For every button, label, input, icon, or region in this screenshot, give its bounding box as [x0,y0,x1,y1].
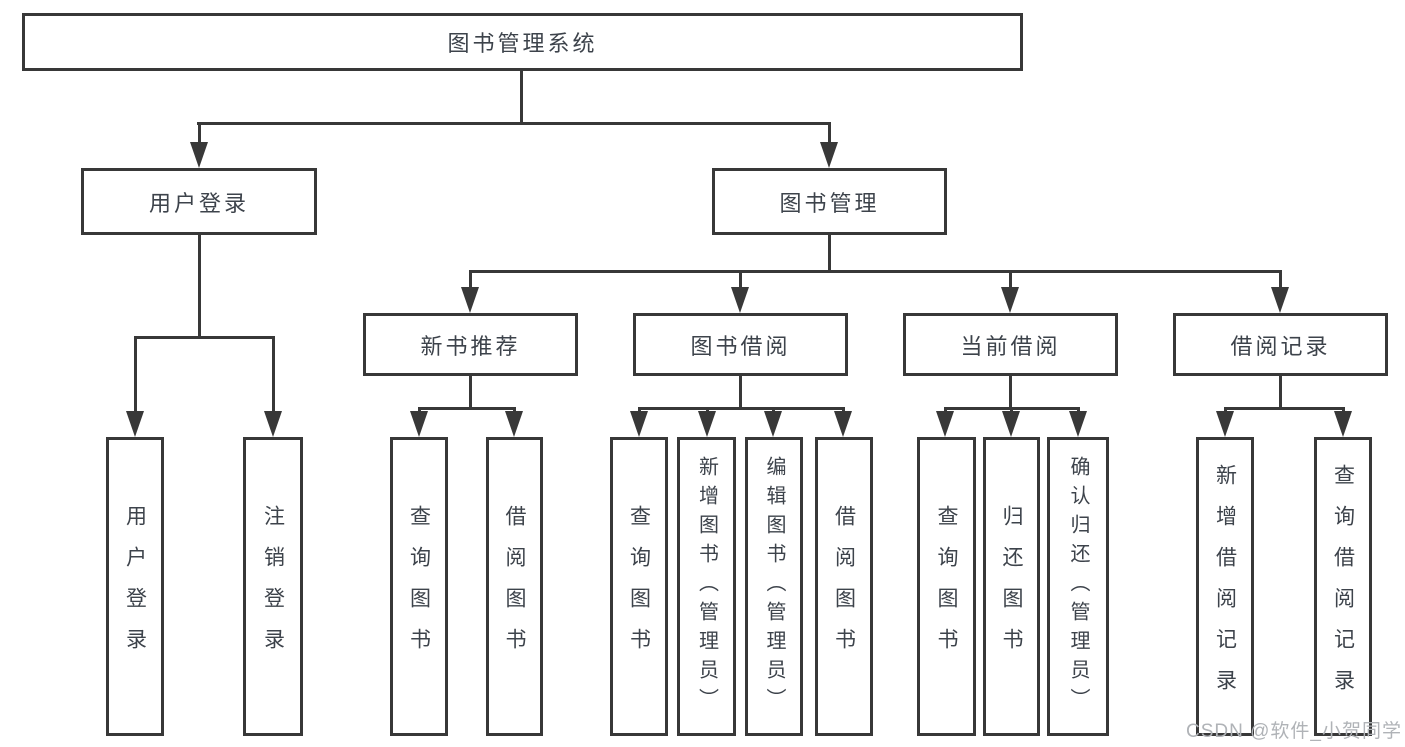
leaf-label: 借阅图书 [503,504,526,669]
connector-line [1223,407,1345,410]
leaf-label: 归还图书 [1000,504,1023,669]
node-book-borrowing: 图书借阅 [633,313,848,376]
connector-line [468,376,472,409]
arrowhead-down-icon [1069,411,1087,437]
arrowhead-down-icon [936,411,954,437]
node-current-borrowing: 当前借阅 [903,313,1118,376]
node-book-management: 图书管理 [712,168,947,235]
leaf-label: 新增借阅记录 [1213,463,1237,710]
node-label: 图书借阅 [690,333,791,359]
connector-line [738,376,742,409]
leaf-edit-book-admin: 编辑图书（管理员） [745,437,803,736]
node-label: 用户登录 [148,190,249,216]
arrowhead-down-icon [630,411,648,437]
connector-line [417,407,516,410]
leaf-add-book-admin: 新增图书（管理员） [677,437,736,736]
connector-line [637,407,845,410]
leaf-label: 查询图书 [935,504,958,669]
arrowhead-down-icon [505,411,523,437]
connector-line [133,336,275,339]
arrowhead-down-icon [410,411,428,437]
connector-line [271,336,275,413]
connector-line [827,122,831,144]
leaf-label: 查询图书 [627,504,651,669]
arrowhead-down-icon [264,411,282,437]
node-label: 新书推荐 [420,333,521,359]
leaf-label: 查询图书 [407,504,431,669]
arrowhead-down-icon [698,411,716,437]
connector-line [1008,270,1012,289]
node-label: 图书管理 [779,190,880,216]
connector-line [197,122,831,125]
connector-line [827,235,831,273]
leaf-user-login: 用户登录 [106,437,164,736]
leaf-label: 借阅图书 [832,504,856,669]
leaf-borrow-books-recommend: 借阅图书 [486,437,543,736]
connector-line [197,235,201,338]
leaf-label: 编辑图书（管理员） [763,456,785,717]
arrowhead-down-icon [1216,411,1234,437]
node-label: 当前借阅 [960,333,1061,359]
connector-line [468,270,472,289]
leaf-logout: 注销登录 [243,437,303,736]
arrowhead-down-icon [1001,287,1019,313]
connector-line [520,71,523,124]
leaf-query-books-current: 查询图书 [917,437,976,736]
node-label: 图书管理系统 [447,31,598,56]
connector-line [468,270,1282,273]
arrowhead-down-icon [820,142,838,168]
leaf-label: 用户登录 [123,504,147,669]
leaf-label: 新增图书（管理员） [695,456,718,717]
arrowhead-down-icon [731,287,749,313]
leaf-query-books-recommend: 查询图书 [390,437,448,736]
connector-line [1278,270,1282,289]
arrowhead-down-icon [1002,411,1020,437]
connector-line [738,270,742,289]
node-library-management-system: 图书管理系统 [22,13,1023,71]
arrowhead-down-icon [461,287,479,313]
arrowhead-down-icon [126,411,144,437]
leaf-query-books-borrowing: 查询图书 [610,437,668,736]
leaf-add-borrow-record: 新增借阅记录 [1196,437,1254,736]
leaf-return-books: 归还图书 [983,437,1040,736]
connector-line [133,336,137,413]
arrowhead-down-icon [190,142,208,168]
connector-line [1008,376,1012,409]
leaf-borrow-books-borrowing: 借阅图书 [815,437,873,736]
arrowhead-down-icon [1271,287,1289,313]
arrowhead-down-icon [834,411,852,437]
csdn-watermark: CSDN @软件_小贺同学 [1186,721,1402,742]
node-label: 借阅记录 [1230,333,1331,359]
leaf-confirm-return-admin: 确认归还（管理员） [1047,437,1109,736]
node-new-book-recommendation: 新书推荐 [363,313,578,376]
leaf-label: 查询借阅记录 [1331,463,1355,710]
node-user-login: 用户登录 [81,168,317,235]
connector-line [197,122,201,144]
connector-line [1278,376,1282,409]
leaf-label: 确认归还（管理员） [1067,456,1089,717]
leaf-label: 注销登录 [261,504,285,669]
arrowhead-down-icon [1334,411,1352,437]
node-borrowing-records: 借阅记录 [1173,313,1388,376]
arrowhead-down-icon [764,411,782,437]
leaf-query-borrow-record: 查询借阅记录 [1314,437,1372,736]
